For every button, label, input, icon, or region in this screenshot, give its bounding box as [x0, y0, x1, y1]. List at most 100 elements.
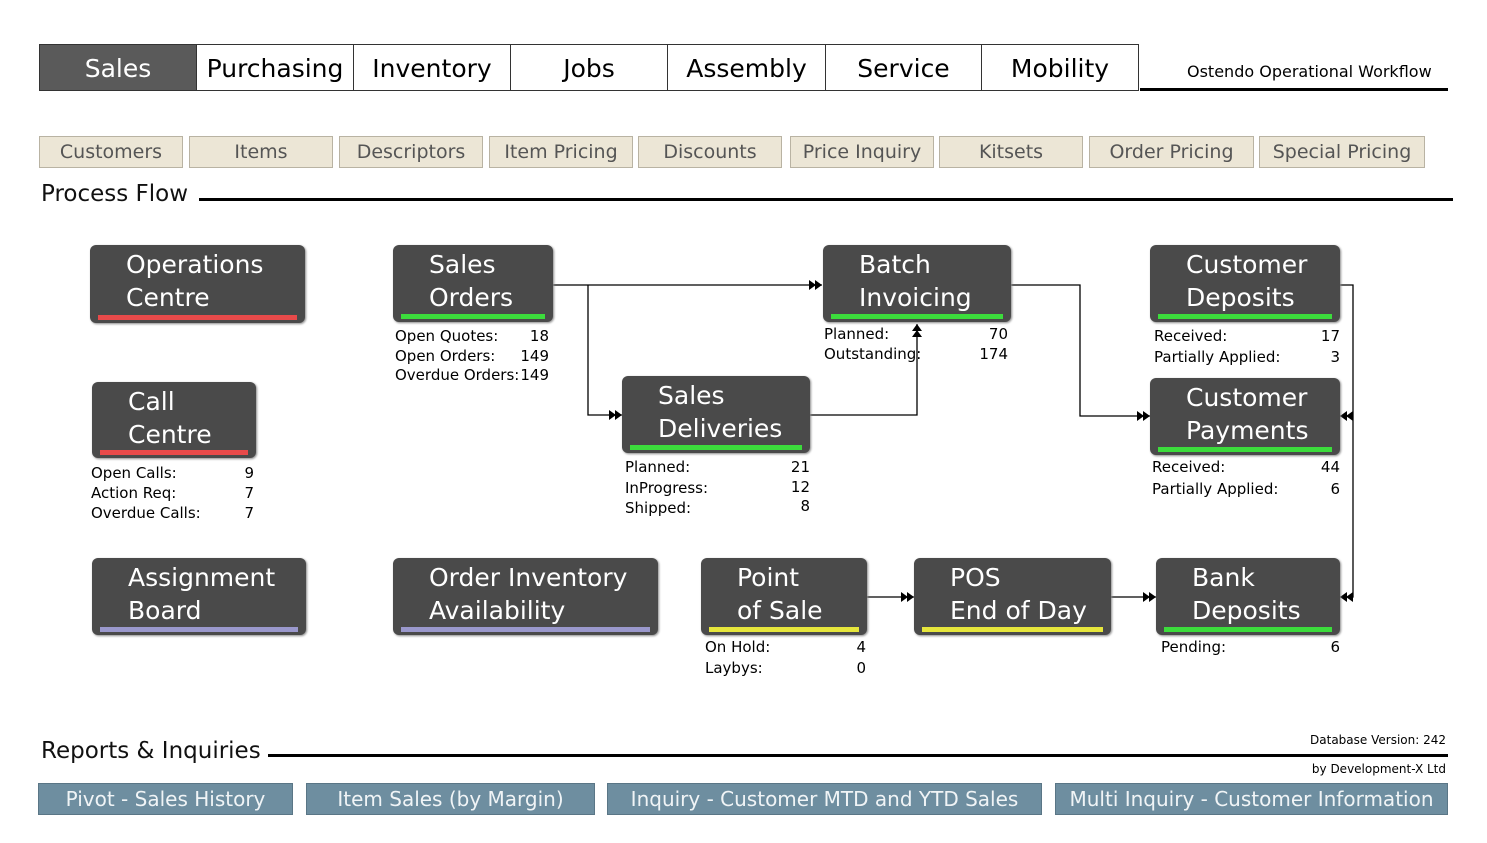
subtab-items[interactable]: Items — [189, 136, 333, 168]
stat-label: Planned: — [824, 325, 890, 343]
credit-text: by Development-X Ltd — [1311, 762, 1446, 776]
stat-label: On Hold: — [705, 638, 771, 656]
status-bar-red — [100, 450, 248, 455]
subtab-order-pricing[interactable]: Order Pricing — [1089, 136, 1254, 168]
tab-jobs[interactable]: Jobs — [510, 44, 668, 91]
tab-mobility[interactable]: Mobility — [981, 44, 1139, 91]
status-bar-green — [831, 314, 1003, 319]
stat-label: Outstanding: — [824, 345, 922, 363]
stat-label: Planned: — [625, 458, 691, 476]
tab-sales[interactable]: Sales — [39, 44, 197, 91]
node-label-line1: Bank — [1192, 563, 1255, 592]
node-label-line2: Deposits — [1186, 283, 1295, 312]
status-bar-purple — [401, 627, 650, 632]
subtab-item-pricing[interactable]: Item Pricing — [489, 136, 633, 168]
connector-deliveries-to-invoicing — [810, 324, 918, 416]
node-label-line1: Order Inventory — [429, 563, 628, 592]
bank-deposits-node[interactable]: Bank Deposits — [1156, 558, 1340, 635]
node-label-line1: Customer — [1186, 250, 1308, 279]
stat-label: Overdue Orders: — [395, 366, 520, 384]
stat-value: 17 — [1320, 327, 1340, 345]
stat-label: Laybys: — [705, 659, 763, 677]
status-bar-yellow — [922, 627, 1103, 632]
stat-value: 4 — [856, 638, 866, 656]
subtab-price-inquiry[interactable]: Price Inquiry — [790, 136, 934, 168]
operations-centre-node[interactable]: Operations Centre — [90, 245, 305, 323]
reports-heading: Reports & Inquiries — [41, 738, 261, 764]
status-bar-yellow — [709, 627, 859, 632]
node-label-line1: Operations — [126, 250, 264, 279]
stat-label: Partially Applied: — [1154, 348, 1281, 366]
report-item-sales-by-margin-button[interactable]: Item Sales (by Margin) — [306, 783, 595, 815]
brand-title: Ostendo Operational Workflow — [1187, 62, 1432, 81]
stat-label: Overdue Calls: — [91, 504, 201, 522]
stat-value: 21 — [790, 458, 810, 476]
node-label-line1: Sales — [658, 381, 725, 410]
subtab-descriptors[interactable]: Descriptors — [339, 136, 483, 168]
stat-value: 0 — [856, 659, 866, 677]
process-flow-heading: Process Flow — [41, 181, 189, 207]
node-label-line2: Board — [128, 596, 202, 625]
connector-orders-to-deliveries — [587, 285, 622, 416]
pos-end-of-day-node[interactable]: POS End of Day — [914, 558, 1111, 635]
stat-value: 12 — [790, 478, 810, 496]
node-label-line2: Centre — [126, 283, 210, 312]
tab-purchasing[interactable]: Purchasing — [196, 44, 354, 91]
status-bar-green — [1164, 627, 1332, 632]
subtab-special-pricing[interactable]: Special Pricing — [1259, 136, 1425, 168]
stat-value: 149 — [520, 347, 549, 365]
stat-value: 149 — [520, 366, 549, 384]
node-label-line2: Centre — [128, 420, 212, 449]
subtab-kitsets[interactable]: Kitsets — [939, 136, 1083, 168]
report-customer-mtd-ytd-sales-button[interactable]: Inquiry - Customer MTD and YTD Sales — [607, 783, 1042, 815]
stat-value: 70 — [988, 325, 1008, 343]
stat-value: 7 — [244, 484, 254, 502]
subtab-customers[interactable]: Customers — [39, 136, 183, 168]
report-multi-inquiry-customer-button[interactable]: Multi Inquiry - Customer Information — [1055, 783, 1448, 815]
stat-label: Action Req: — [91, 484, 177, 502]
node-label-line2: of Sale — [737, 596, 823, 625]
stat-value: 9 — [244, 464, 254, 482]
tab-service[interactable]: Service — [825, 44, 982, 91]
node-label-line2: Payments — [1186, 416, 1309, 445]
call-centre-node[interactable]: Call Centre — [92, 382, 256, 458]
stat-label: Pending: — [1161, 638, 1227, 656]
stat-label: InProgress: — [625, 479, 708, 497]
node-label-line1: Batch — [859, 250, 931, 279]
stat-value: 6 — [1330, 638, 1340, 656]
sales-deliveries-node[interactable]: Sales Deliveries — [622, 376, 810, 453]
subtab-discounts[interactable]: Discounts — [638, 136, 782, 168]
stat-value: 8 — [800, 497, 810, 515]
stat-value: 18 — [529, 327, 549, 345]
customer-deposits-node[interactable]: Customer Deposits — [1150, 245, 1340, 322]
customer-payments-node[interactable]: Customer Payments — [1150, 378, 1340, 455]
stat-value: 7 — [244, 504, 254, 522]
assignment-board-node[interactable]: Assignment Board — [92, 558, 306, 635]
node-label-line1: Assignment — [128, 563, 276, 592]
tab-inventory[interactable]: Inventory — [353, 44, 511, 91]
node-label-line1: Sales — [429, 250, 496, 279]
stat-label: Received: — [1152, 458, 1226, 476]
tab-assembly[interactable]: Assembly — [667, 44, 826, 91]
brand-underline — [1140, 88, 1448, 91]
process-flow-rule — [199, 198, 1453, 201]
status-bar-red — [98, 315, 297, 320]
order-inventory-availability-node[interactable]: Order Inventory Availability — [393, 558, 658, 635]
node-label-line2: Availability — [429, 596, 566, 625]
stat-label: Shipped: — [625, 499, 692, 517]
status-bar-green — [401, 314, 545, 319]
connector-invoicing-to-payments — [1011, 284, 1150, 417]
stat-label: Open Orders: — [395, 347, 496, 365]
point-of-sale-node[interactable]: Point of Sale — [701, 558, 867, 635]
stat-value: 3 — [1330, 348, 1340, 366]
stat-value: 6 — [1330, 480, 1340, 498]
stat-value: 44 — [1320, 458, 1340, 476]
node-label-line2: Deliveries — [658, 414, 783, 443]
report-pivot-sales-history-button[interactable]: Pivot - Sales History — [38, 783, 293, 815]
status-bar-green — [630, 445, 802, 450]
connector-deposits-to-bank — [1340, 284, 1354, 598]
sales-orders-node[interactable]: Sales Orders — [393, 245, 553, 322]
batch-invoicing-node[interactable]: Batch Invoicing — [823, 245, 1011, 322]
node-label-line2: End of Day — [950, 596, 1087, 625]
